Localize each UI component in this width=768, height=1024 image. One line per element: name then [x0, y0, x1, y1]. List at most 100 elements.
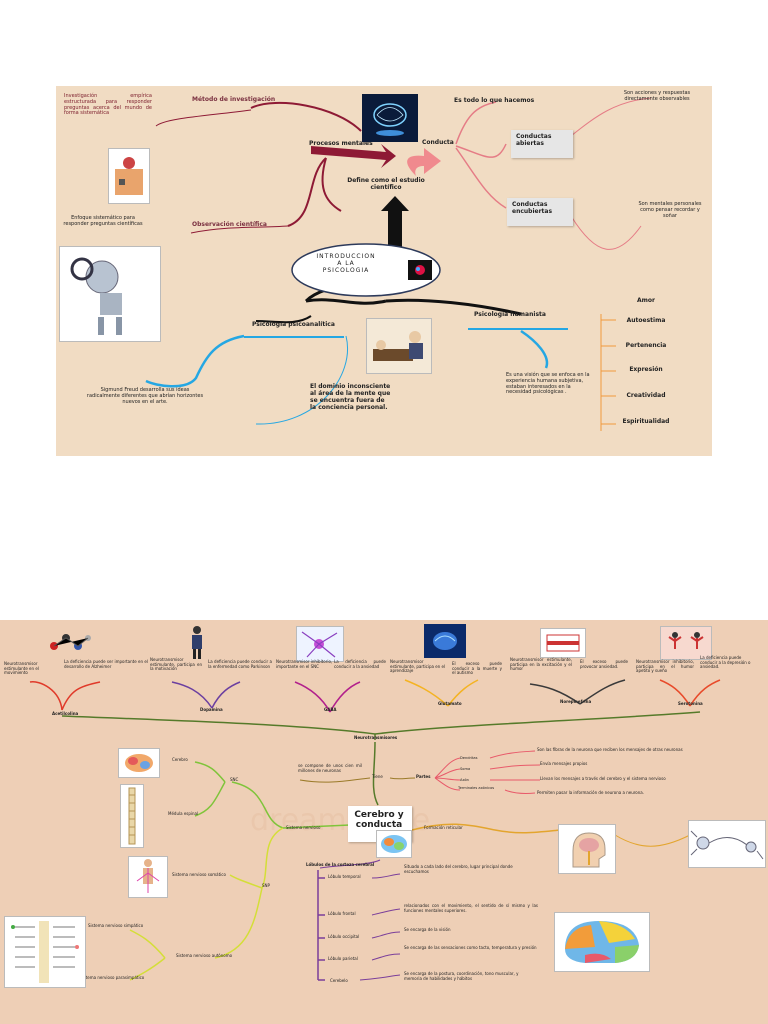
- lobulos-title: Lóbulos de la corteza cerebral: [306, 862, 375, 867]
- cerebelo-label: Cerebelo: [330, 978, 348, 983]
- norepinefrina-name: Norepinefrina: [560, 699, 592, 704]
- robot-magnifier-image: [59, 246, 161, 342]
- brain-image: [362, 94, 418, 142]
- autonomic-diagram-image: [4, 916, 86, 988]
- medula-label: Médula espinal: [168, 811, 199, 816]
- serotonina-name: Serotonina: [678, 701, 703, 706]
- soma-desc: Envía mensajes propios: [540, 761, 588, 766]
- value-expresion: Expresión: [629, 366, 663, 373]
- medula-image: [120, 784, 144, 848]
- serotonina-d2: La deficiencia puede conducir a la depre…: [700, 655, 751, 670]
- cerebro-image: [118, 748, 160, 778]
- part-axon: Axón: [460, 778, 469, 782]
- research-image: [108, 148, 150, 204]
- medicine-box-icon: [546, 634, 580, 652]
- conducta-label: Conducta: [422, 139, 454, 146]
- spine-icon: [128, 787, 136, 845]
- temporal-desc: Situado a cada lado del cerebro, lugar p…: [404, 864, 513, 874]
- freud-desc: Sigmund Freud desarrolla sus ideas radic…: [86, 387, 204, 405]
- reticular-head-image: [558, 824, 616, 874]
- glutamato-d2: El exceso puede conducir a la muerte y e…: [452, 661, 502, 676]
- colorful-brain-icon: [381, 835, 407, 853]
- dopamina-image: [186, 624, 208, 660]
- encubiertas-title: Conductas encubiertas: [512, 201, 553, 215]
- gaba-image: [296, 626, 344, 662]
- abiertas-box: [511, 130, 573, 158]
- observacion-title: Observación científica: [192, 221, 267, 228]
- glutamato-d1: Neurotransmisor estimulante, participa e…: [390, 659, 446, 674]
- person-icon: [192, 626, 202, 659]
- intro-connectors: [145, 97, 652, 431]
- norepinefrina-image: [540, 628, 586, 658]
- observacion-desc: Enfoque sistemático para responder pregu…: [63, 215, 143, 227]
- partes-label: Partes: [416, 774, 431, 779]
- acetilcolina-d2: La deficiencia puede ser importante en e…: [64, 659, 148, 669]
- abiertas-title: Conductas abiertas: [516, 133, 552, 147]
- tiene-label: Tiene: [372, 774, 383, 779]
- gaba-name: GABA: [324, 707, 337, 712]
- part-soma: Soma: [460, 767, 471, 771]
- brain-scan-icon: [433, 632, 457, 650]
- brain-lobes-image: [554, 912, 650, 972]
- inconsciente-desc: El dominio inconsciente al área de la me…: [310, 383, 391, 411]
- brain-icon: [373, 103, 407, 136]
- terminales-desc: Permiten pasar la información de neurona…: [537, 790, 644, 795]
- neuron-chain-icon: [690, 830, 764, 860]
- brain-behavior-mind-map: dreamstime: [0, 620, 768, 1024]
- somatico-image: [128, 856, 168, 898]
- neuron-diagram-image: [688, 820, 766, 868]
- acetilcolina-image: [44, 626, 94, 658]
- couch-icon: [373, 331, 423, 361]
- value-creatividad: Creatividad: [626, 392, 666, 399]
- autonomic-chart-icon: [11, 921, 79, 983]
- brain-side-icon: [125, 754, 153, 772]
- part-terminales: Terminales axónicos: [458, 786, 495, 790]
- neuronas-desc: se compone de unos cien mil millones de …: [298, 763, 362, 773]
- lobulo-frontal: Lóbulo frontal: [328, 911, 356, 916]
- psicoanalitica-title: Psicología psicoanalítica: [252, 321, 335, 328]
- psicoanalitica-underline: [244, 336, 344, 338]
- dancers-icon: [668, 632, 704, 649]
- todo-label: Es todo lo que hacemos: [454, 97, 535, 104]
- norepinefrina-d1: Neurotransmisor estimulante, participa e…: [510, 657, 572, 672]
- dendritas-desc: Son las fibras de la neurona que reciben…: [537, 747, 683, 752]
- parietal-desc: Se encarga de las sensaciones como tacto…: [404, 945, 537, 950]
- acetilcolina-d1: Neurotransmisor estimulante en el movimi…: [4, 661, 39, 676]
- somatico-label: Sistema nervioso somático: [172, 872, 226, 877]
- center-brain-thumb: [408, 260, 432, 280]
- body-nerves-icon: [136, 859, 160, 893]
- cerebelo-desc: Se encarga de la postura, coordinación, …: [404, 971, 519, 981]
- lobulo-occipital: Lóbulo occipital: [328, 934, 360, 939]
- encubiertas-desc: Son mentales personales como pensar reco…: [638, 201, 702, 219]
- encubiertas-box: [507, 198, 573, 226]
- define-label: Define como el estudio científico: [347, 177, 425, 191]
- humanista-desc: Es una visión que se enfoca en la experi…: [506, 372, 590, 396]
- procesos-mentales: Procesos mentales: [309, 140, 373, 147]
- glutamato-image: [424, 624, 466, 658]
- head-profile-icon: [572, 832, 606, 868]
- serotonina-d1: Neurotransmisor inhibitorio, participa e…: [636, 659, 694, 674]
- metodo-desc: Investigación empírica estructurada para…: [64, 93, 152, 117]
- acetilcolina-name: Acetilcolina: [52, 711, 79, 716]
- gaba-d2: La deficiencia puede conducir a la ansie…: [334, 659, 386, 669]
- lobulo-parietal: Lóbulo parietal: [328, 956, 358, 961]
- freud-couch-image: [366, 318, 432, 374]
- dopamina-d2: La deficiencia puede conducir a la enfer…: [208, 659, 272, 669]
- norepinefrina-d2: El exceso puede provocar ansiedad.: [580, 659, 628, 669]
- center-brain-image: [376, 830, 412, 858]
- intro-mind-map: Investigación empírica estructurada para…: [56, 86, 712, 456]
- metodo-title: Método de investigación: [192, 96, 276, 103]
- dopamina-name: Dopamina: [200, 707, 223, 712]
- snp-label: SNP: [262, 883, 270, 888]
- brain-lobes-icon: [565, 921, 639, 963]
- neuron-icon: [301, 631, 338, 658]
- axon-desc: Llevan los mensajes a través del cerebro…: [540, 776, 666, 781]
- value-espiritualidad: Espiritualidad: [622, 418, 670, 425]
- value-autoestima: Autoestima: [626, 317, 666, 324]
- frontal-desc: relacionados con el movimiento, el senti…: [404, 903, 538, 913]
- sistema-nervioso-label: Sistema nervioso: [286, 825, 321, 830]
- brain-thumb-icon: [415, 265, 425, 275]
- value-amor: Amor: [637, 297, 655, 304]
- dopamina-d1: Neurotransmisor estimulante, participa e…: [150, 657, 202, 672]
- formacion-label: Formación reticular: [424, 825, 463, 830]
